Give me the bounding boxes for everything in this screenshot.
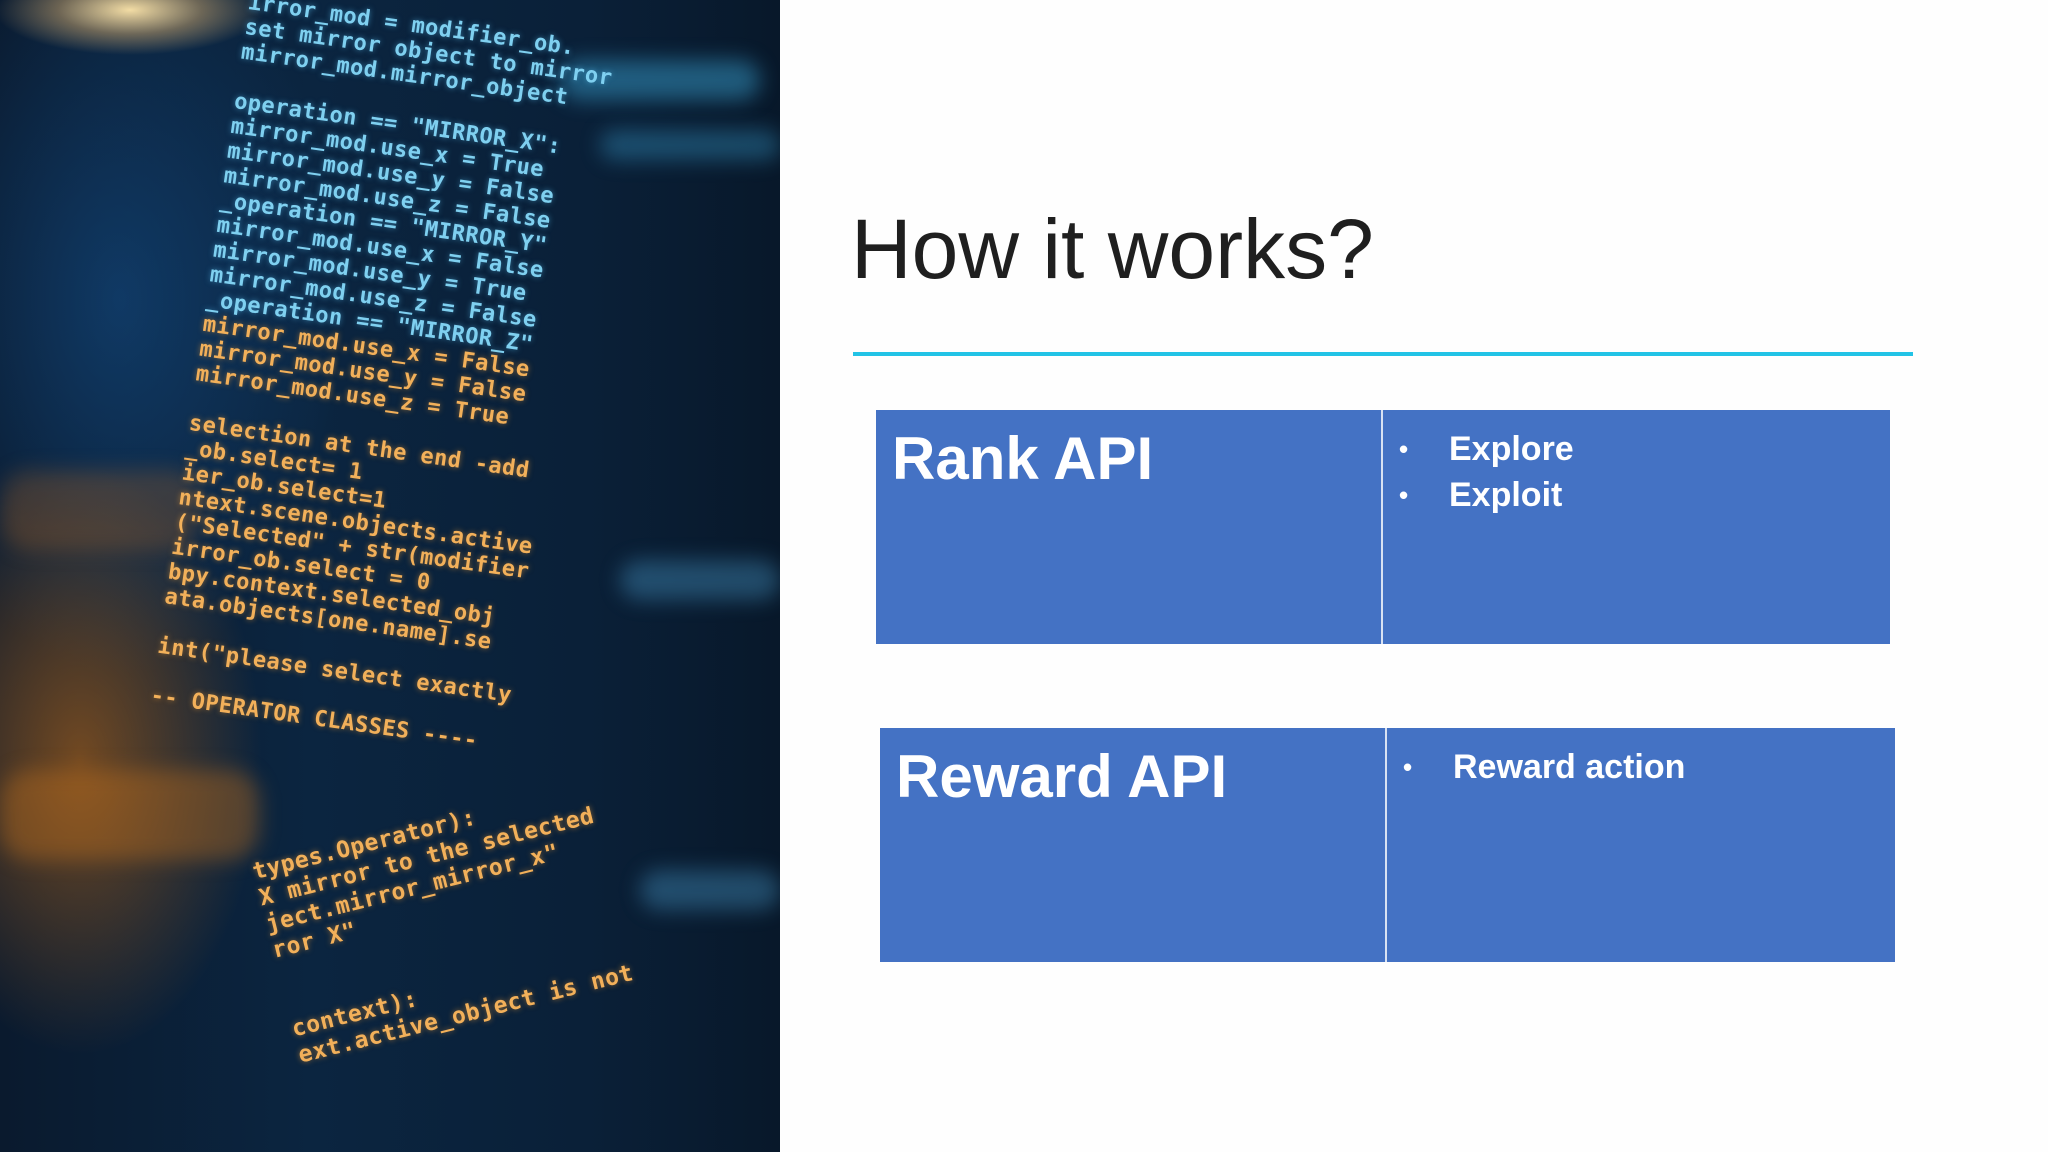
bullet-list: • Reward action [1401, 744, 1685, 790]
blur-streak [620, 560, 780, 600]
blur-streak [0, 470, 200, 550]
code-text-block: types.Operator):X mirror to the selected… [250, 777, 636, 1070]
bullet-list: • Explore • Exploit [1397, 426, 1574, 518]
blur-streak [560, 60, 760, 100]
list-item: • Reward action [1401, 744, 1685, 790]
api-name-cell: Rank API [876, 410, 1383, 644]
api-name: Rank API [892, 425, 1154, 492]
bullet-icon: • [1403, 752, 1413, 782]
blur-streak [600, 130, 780, 160]
reward-api-box: Reward API • Reward action [880, 728, 1895, 962]
api-items-cell: • Reward action [1387, 728, 1895, 962]
api-name-cell: Reward API [880, 728, 1387, 962]
bullet-icon: • [1399, 434, 1409, 464]
bullet-icon: • [1399, 480, 1409, 510]
list-item: • Exploit [1397, 472, 1574, 518]
api-name: Reward API [896, 743, 1228, 810]
api-items-cell: • Explore • Exploit [1383, 410, 1890, 644]
slide-title: How it works? [851, 202, 1374, 296]
list-item: • Explore [1397, 426, 1574, 472]
list-item-label: Exploit [1449, 476, 1563, 514]
blur-streak [640, 870, 780, 910]
blur-streak [0, 770, 260, 860]
title-underline [853, 352, 1913, 356]
list-item-label: Reward action [1453, 748, 1686, 786]
list-item-label: Explore [1449, 430, 1574, 468]
rank-api-box: Rank API • Explore • Exploit [876, 410, 1890, 644]
code-background-image: irror_mod = modifier_ob.set mirror objec… [0, 0, 780, 1152]
code-text-block: irror_mod = modifier_ob.set mirror objec… [149, 0, 780, 786]
